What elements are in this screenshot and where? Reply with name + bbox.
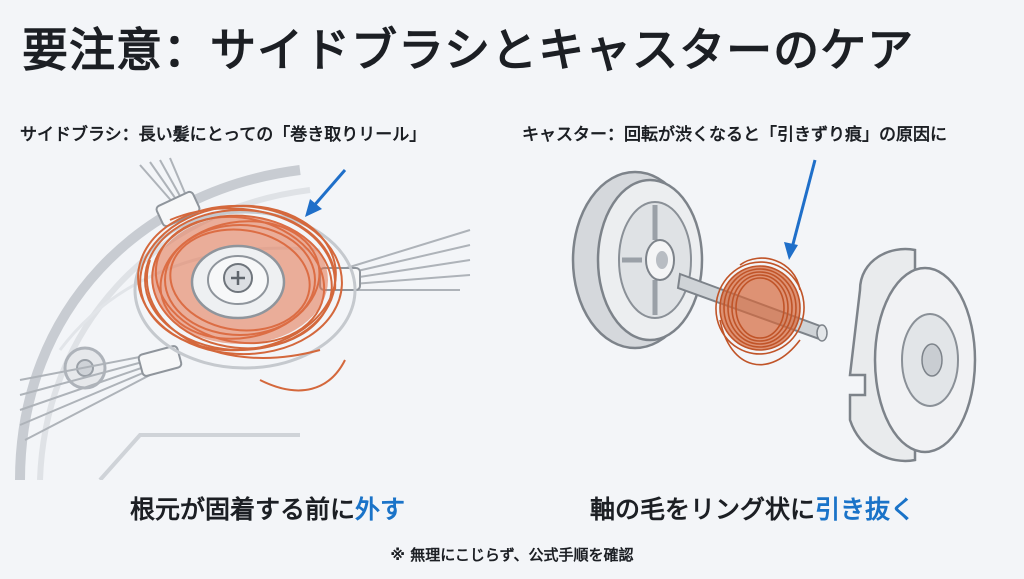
side-brush-illustration — [15, 157, 471, 480]
side-brush-action-highlight: 外す — [355, 495, 406, 524]
caster-wheel-left — [571, 170, 704, 350]
hair-ring — [715, 257, 805, 366]
caster-illustration — [571, 159, 977, 463]
pointer-arrow-icon — [305, 169, 347, 217]
footnote: ※ 無理にこじらず、公式手順を確認 — [390, 546, 634, 564]
caster-action-highlight: 引き抜く — [815, 495, 916, 524]
screw-icon — [223, 263, 253, 293]
caster-wheel-right — [848, 247, 977, 463]
side-brush-action: 根元が固着する前に外す — [130, 490, 405, 526]
caster-caption: キャスター：回転が渋くなると「引きずり痕」の原因に — [522, 125, 947, 145]
caster-action: 軸の毛をリング状に引き抜く — [590, 490, 915, 526]
page-title: 要注意：サイドブラシとキャスターのケア — [22, 23, 915, 77]
pointer-arrow-icon — [784, 159, 817, 260]
caster-action-text: 軸の毛をリング状に — [590, 495, 816, 524]
side-brush-action-text: 根元が固着する前に — [130, 495, 356, 524]
brush-bristles — [19, 157, 471, 441]
side-brush-caption: サイドブラシ：長い髪にとっての「巻き取りリール」 — [20, 125, 427, 145]
